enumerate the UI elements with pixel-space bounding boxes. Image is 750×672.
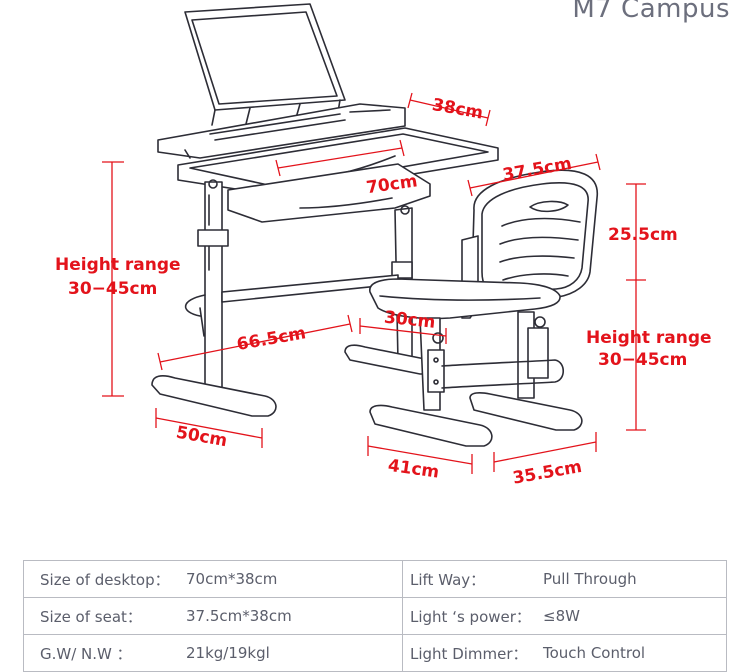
- spec-value: Touch Control: [543, 634, 727, 672]
- dim-backrest-height: 25.5cm: [608, 225, 678, 245]
- dim-chair-height-range-label: Height range: [586, 328, 712, 348]
- spec-label: Size of desktop：: [23, 560, 184, 598]
- spec-value: Pull Through: [543, 560, 727, 598]
- product-title: M7 Campus: [572, 0, 730, 24]
- dim-chair-foot-width: 41cm: [387, 456, 441, 483]
- spec-label: Light Dimmer：: [402, 634, 543, 672]
- spec-label: Lift Way：: [402, 560, 543, 598]
- dimension-lines: [102, 92, 646, 474]
- dim-desk-base-depth: 66.5cm: [235, 323, 307, 355]
- spec-value: 37.5cm*38cm: [184, 597, 403, 635]
- spec-label: G.W/ N.W ：: [23, 634, 184, 672]
- desk-illustration: [151, 3, 499, 417]
- dim-chair-foot-depth: 35.5cm: [511, 457, 583, 489]
- spec-value: 21kg/19kgl: [184, 634, 403, 672]
- spec-row: G.W/ N.W ： 21kg/19kgl Light Dimmer： Touc…: [23, 634, 727, 672]
- dim-book-stand-depth: 38cm: [430, 95, 484, 124]
- spec-label: Light ‘s power：: [402, 597, 543, 635]
- spec-row: Size of desktop： 70cm*38cm Lift Way： Pul…: [23, 560, 727, 598]
- spec-value: 70cm*38cm: [184, 560, 403, 598]
- spec-row: Size of seat： 37.5cm*38cm Light ‘s power…: [23, 597, 727, 635]
- dim-chair-height-range-value: 30−45cm: [598, 350, 687, 370]
- spec-label: Size of seat：: [23, 597, 184, 635]
- dim-desk-height-range-value: 30−45cm: [68, 279, 157, 299]
- product-dimension-drawing: 38cm 70cm 37.5cm 25.5cm Height range 30−…: [55, 3, 712, 489]
- spec-value: ≤8W: [543, 597, 727, 635]
- specification-table: Size of desktop： 70cm*38cm Lift Way： Pul…: [23, 560, 727, 672]
- chair-illustration: [369, 169, 599, 447]
- dim-desk-height-range-label: Height range: [55, 255, 181, 275]
- dim-desk-foot-width: 50cm: [174, 423, 228, 452]
